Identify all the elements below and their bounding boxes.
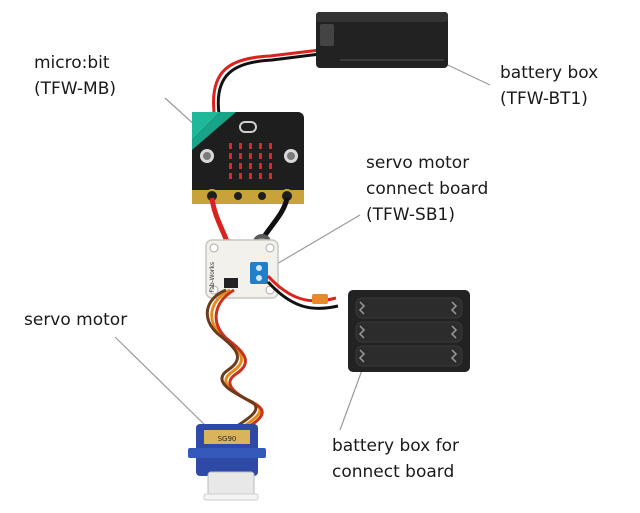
board-silk-brand: Fab-Works bbox=[209, 262, 216, 293]
led-matrix bbox=[229, 143, 272, 179]
label-battery-box-connect-line1: battery box for bbox=[332, 436, 459, 456]
label-battery-box-line2: (TFW-BT1) bbox=[500, 89, 588, 109]
servo-cable bbox=[205, 288, 264, 434]
label-servo-motor-line1: servo motor bbox=[24, 310, 128, 330]
label-battery-box-connect: battery box for connect board bbox=[332, 433, 459, 485]
battery-box-lower bbox=[348, 290, 470, 372]
label-servo-board-line3: (TFW-SB1) bbox=[366, 205, 455, 225]
label-battery-box-connect-line2: connect board bbox=[332, 462, 455, 482]
label-battery-box: battery box (TFW-BT1) bbox=[500, 60, 598, 112]
label-servo-board: servo motor connect board (TFW-SB1) bbox=[366, 150, 488, 228]
wire-microbit-battery-black bbox=[216, 52, 321, 115]
label-microbit-line2: (TFW-MB) bbox=[34, 79, 117, 99]
servo-brand-label: SG90 bbox=[218, 435, 237, 443]
label-servo-motor: servo motor bbox=[24, 307, 127, 333]
servo-motor bbox=[188, 424, 266, 501]
label-microbit-line1: micro:bit bbox=[34, 53, 110, 73]
leader-line-battery-connect bbox=[339, 361, 366, 431]
label-servo-board-line1: servo motor bbox=[366, 153, 470, 173]
leader-line-servo-motor bbox=[114, 336, 209, 429]
label-battery-box-line1: battery box bbox=[500, 63, 599, 83]
leader-line-servo-board bbox=[269, 214, 361, 269]
wires-board-battery bbox=[266, 274, 339, 310]
battery-box-top bbox=[316, 12, 448, 68]
label-microbit: micro:bit (TFW-MB) bbox=[34, 50, 116, 102]
servo-connect-board bbox=[205, 239, 279, 299]
wire-microbit-battery bbox=[212, 48, 321, 113]
label-servo-board-line2: connect board bbox=[366, 179, 489, 199]
microbit-board bbox=[192, 112, 304, 204]
